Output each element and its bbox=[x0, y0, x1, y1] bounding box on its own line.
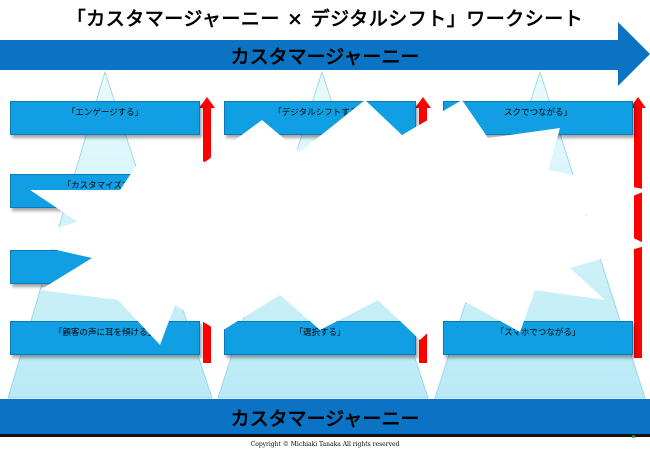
green-dot bbox=[632, 435, 635, 438]
copyright-notice: Copyright © Michiaki Tanaka All rights r… bbox=[250, 441, 400, 448]
box-col1-row1[interactable]: 「エンゲージする」 bbox=[10, 101, 200, 135]
box-col1-row4[interactable]: 「顧客の声に耳を傾ける」 bbox=[10, 321, 200, 355]
box-label: 「エンゲージする」 bbox=[66, 108, 144, 118]
top-band-label: カスタマージャーニー bbox=[230, 46, 420, 68]
bottom-band-label: カスタマージャーニー bbox=[230, 408, 420, 430]
red-arrow-2-head bbox=[415, 97, 431, 108]
box-label: スクでつながる」 bbox=[503, 108, 572, 118]
box-label: 「選択する」 bbox=[294, 328, 346, 338]
box-col3-row4[interactable]: 「スマホでつながる」 bbox=[443, 321, 633, 355]
box-label: 「カスタマイズする」 bbox=[62, 181, 148, 191]
box-label: 「スマホでつながる」 bbox=[495, 328, 581, 338]
page-title: 「カスタマージャーニー × デジタルシフト」ワークシート bbox=[66, 8, 584, 30]
box-label: 「デジタルシフトする」 bbox=[273, 108, 367, 118]
burst-shape bbox=[12, 100, 648, 345]
bottom-band bbox=[0, 399, 650, 434]
bottom-divider bbox=[0, 434, 650, 437]
red-arrow-3-shaft bbox=[634, 108, 642, 358]
top-arrow-band bbox=[0, 22, 650, 86]
red-arrow-1-head bbox=[199, 97, 215, 108]
box-label: 「顧客の声に耳を傾ける」 bbox=[53, 328, 156, 338]
box-col2-row4[interactable]: 「選択する」 bbox=[224, 321, 416, 355]
red-arrow-3-head bbox=[630, 97, 646, 108]
